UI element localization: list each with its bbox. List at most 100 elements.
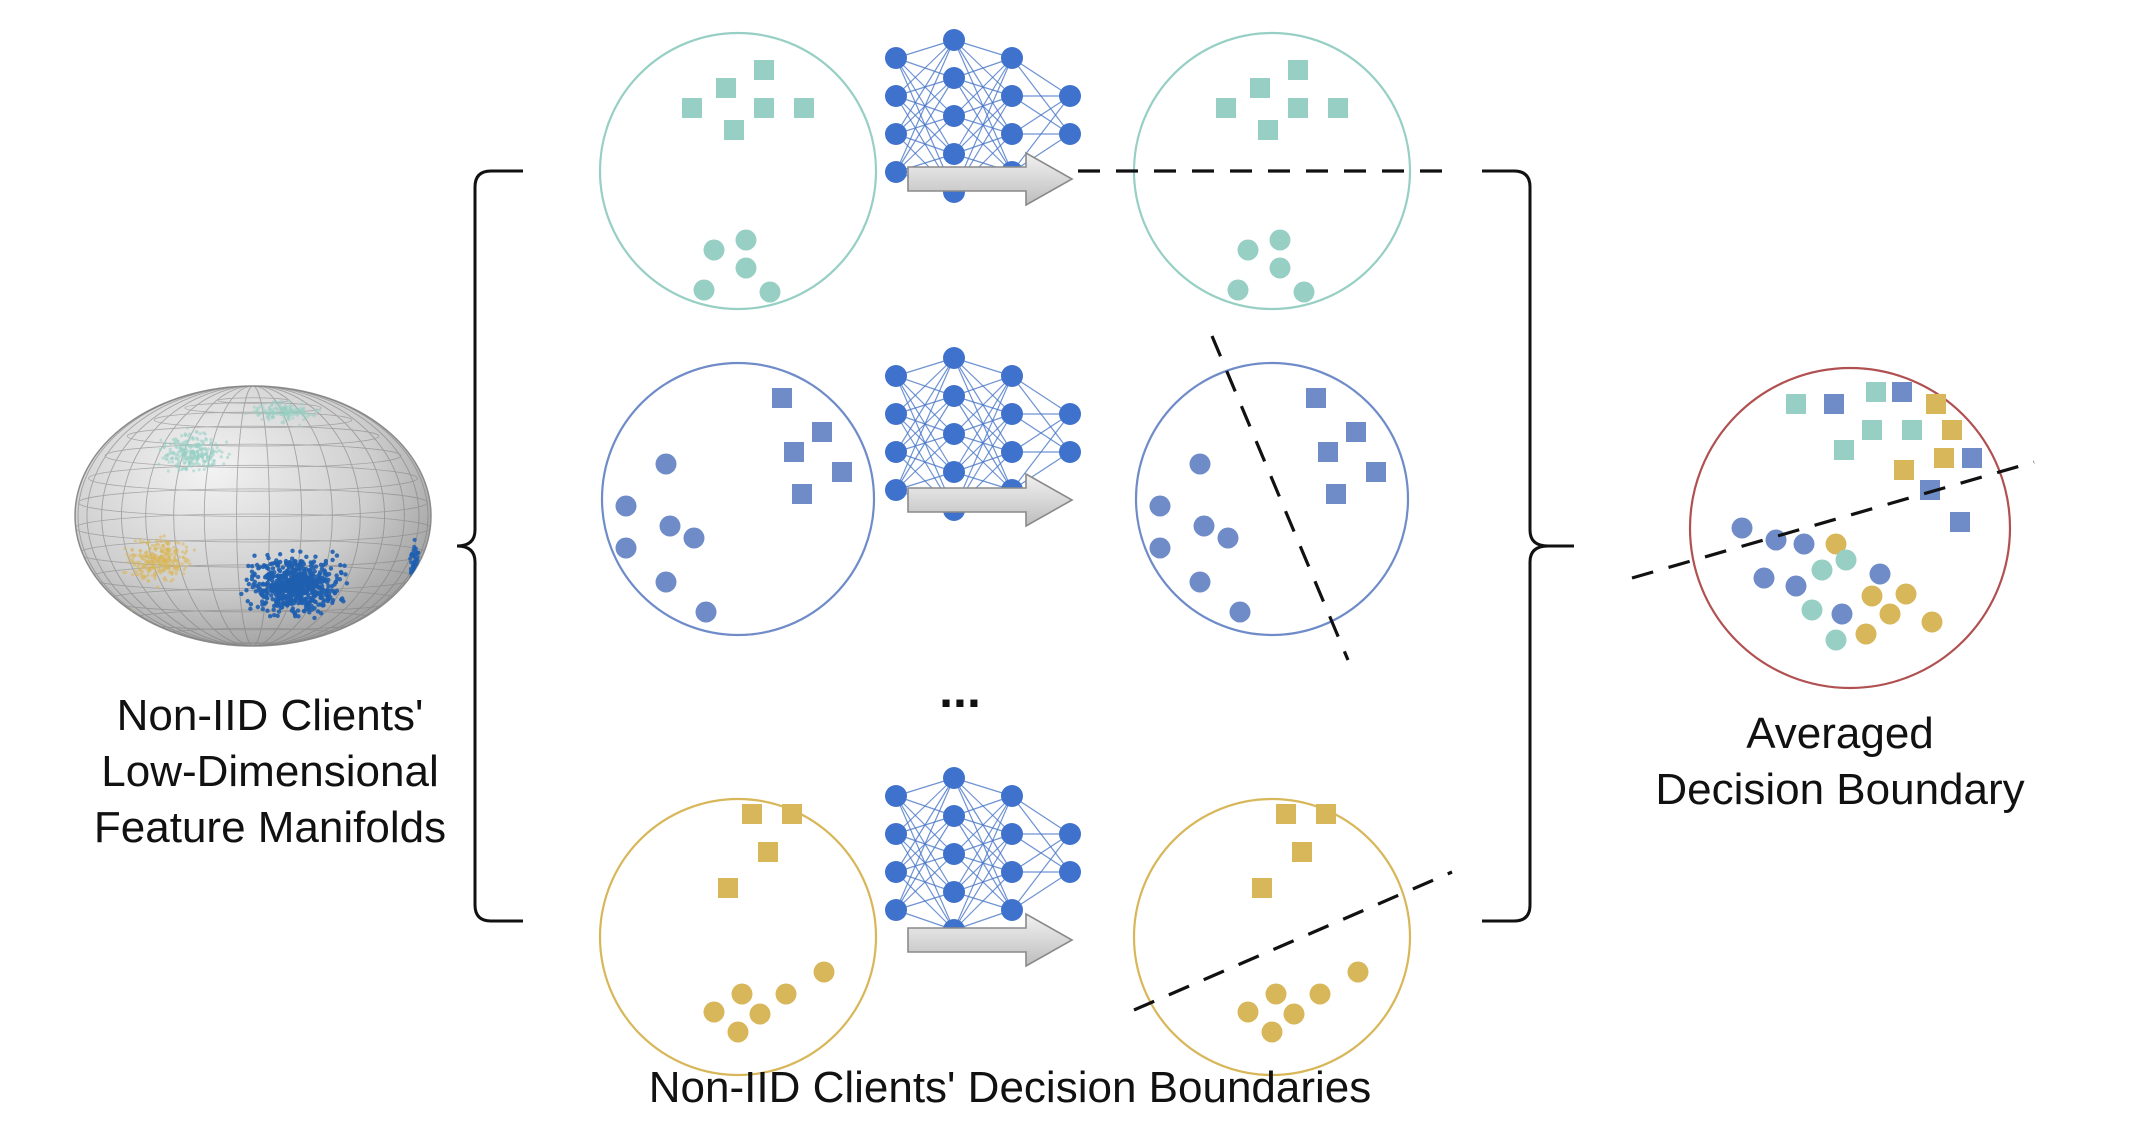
teal-cluster-point	[165, 453, 169, 457]
gold-cluster-point	[181, 542, 185, 546]
gold-cluster-point	[142, 564, 146, 569]
gold-cluster-edge-point	[118, 626, 123, 630]
gold-cluster-edge-point	[113, 620, 117, 624]
blue-cluster-point	[277, 552, 283, 557]
network-node	[943, 805, 965, 827]
client-1-circle-point	[695, 601, 717, 623]
blue-cluster-point	[330, 597, 336, 603]
averaged-square-point	[1892, 382, 1912, 402]
gold-cluster-point	[151, 573, 155, 578]
network-node	[1059, 403, 1081, 425]
blue-cluster-point	[312, 599, 317, 604]
blue-cluster-point	[252, 573, 257, 578]
gold-cluster-point	[126, 560, 130, 564]
averaged-circle-point	[1825, 533, 1847, 555]
teal-cluster-point	[215, 446, 219, 450]
blue-cluster-edge-point	[409, 553, 414, 558]
gold-cluster-edge-point	[124, 620, 128, 625]
network-node	[1001, 441, 1023, 463]
teal-cluster-point	[184, 446, 188, 451]
network-edge	[895, 777, 955, 873]
teal-cluster-top-point	[286, 417, 290, 421]
blue-cluster-point	[324, 573, 329, 578]
network-edge	[895, 777, 955, 911]
teal-cluster-top-point	[290, 408, 295, 412]
teal-cluster-point	[190, 461, 194, 465]
network-edge	[895, 357, 955, 453]
teal-cluster-top-point	[270, 407, 275, 411]
right-arrow-icon-2	[907, 912, 1074, 968]
gold-cluster-edge-point	[114, 617, 119, 621]
teal-cluster-top-point	[314, 409, 318, 414]
blue-cluster-point	[304, 577, 309, 583]
teal-cluster-point	[193, 455, 197, 459]
gold-cluster-edge-point	[111, 621, 115, 625]
teal-cluster-point	[190, 444, 194, 448]
network-edge	[895, 433, 955, 491]
sphere-parallel	[184, 402, 322, 414]
teal-cluster-point	[183, 443, 187, 447]
client-2-circle-point	[703, 1001, 725, 1023]
teal-cluster	[157, 426, 231, 473]
blue-cluster-point	[289, 556, 295, 561]
blue-cluster-point	[338, 569, 344, 575]
teal-cluster-top-point	[270, 403, 274, 407]
teal-cluster-point	[174, 457, 178, 461]
teal-cluster-point	[165, 457, 169, 461]
gold-cluster-point	[146, 573, 150, 577]
network-node	[885, 47, 907, 69]
averaged-square-point	[1834, 440, 1854, 460]
gold-cluster-edge-point	[117, 632, 121, 636]
sphere-parallel	[75, 513, 431, 543]
teal-cluster-point	[161, 456, 165, 460]
averaged-circle-point	[1801, 599, 1823, 621]
gold-cluster-point	[141, 556, 146, 560]
gold-cluster-point	[161, 544, 165, 548]
averaged-circle-point	[1753, 567, 1775, 589]
gold-cluster-point	[184, 545, 188, 549]
network-node	[1059, 85, 1081, 107]
gold-cluster-point	[133, 539, 137, 543]
teal-cluster-point	[195, 436, 199, 440]
blue-cluster-point	[255, 604, 261, 610]
blue-cluster-point	[257, 586, 263, 591]
client-0-circle-point	[693, 279, 715, 301]
blue-cluster-point	[300, 573, 306, 578]
averaged-square-point	[1942, 420, 1962, 440]
teal-cluster-top-point	[264, 411, 269, 416]
teal-cluster-point	[197, 443, 201, 447]
client-0-square-point	[794, 98, 814, 118]
gold-cluster-edge-point	[114, 618, 118, 622]
blue-cluster-point	[335, 576, 340, 582]
network-node	[885, 123, 907, 145]
teal-cluster-point	[220, 450, 224, 454]
network-node	[1001, 47, 1023, 69]
teal-cluster-top-point	[282, 415, 286, 419]
teal-cluster-point	[190, 456, 194, 460]
network-edge	[1011, 833, 1071, 911]
blue-cluster-point	[255, 574, 261, 580]
gold-cluster-edge-point	[117, 627, 121, 631]
blue-cluster-point	[287, 559, 292, 565]
teal-cluster-point	[157, 462, 161, 466]
network-node	[885, 403, 907, 425]
network-node	[943, 461, 965, 483]
gold-cluster-edge-point	[112, 629, 116, 633]
gold-cluster-edge-point	[120, 637, 125, 641]
gold-cluster-edge-point	[106, 614, 111, 619]
gold-cluster-point	[181, 556, 185, 560]
network-edge	[895, 77, 955, 173]
teal-cluster-top-point	[287, 414, 291, 418]
gold-cluster-point	[159, 535, 163, 539]
gold-cluster-edge-point	[112, 633, 116, 637]
blue-cluster-point	[260, 599, 265, 604]
gold-cluster-edge-point	[113, 624, 117, 628]
gold-cluster-edge-point	[115, 625, 119, 629]
teal-cluster-top-point	[260, 417, 264, 421]
gold-cluster-edge-point	[121, 612, 125, 616]
blue-cluster-point	[296, 614, 301, 619]
gold-cluster-edge-point	[119, 634, 123, 638]
client-0-square-point	[754, 98, 774, 118]
gold-cluster-point	[148, 546, 152, 550]
